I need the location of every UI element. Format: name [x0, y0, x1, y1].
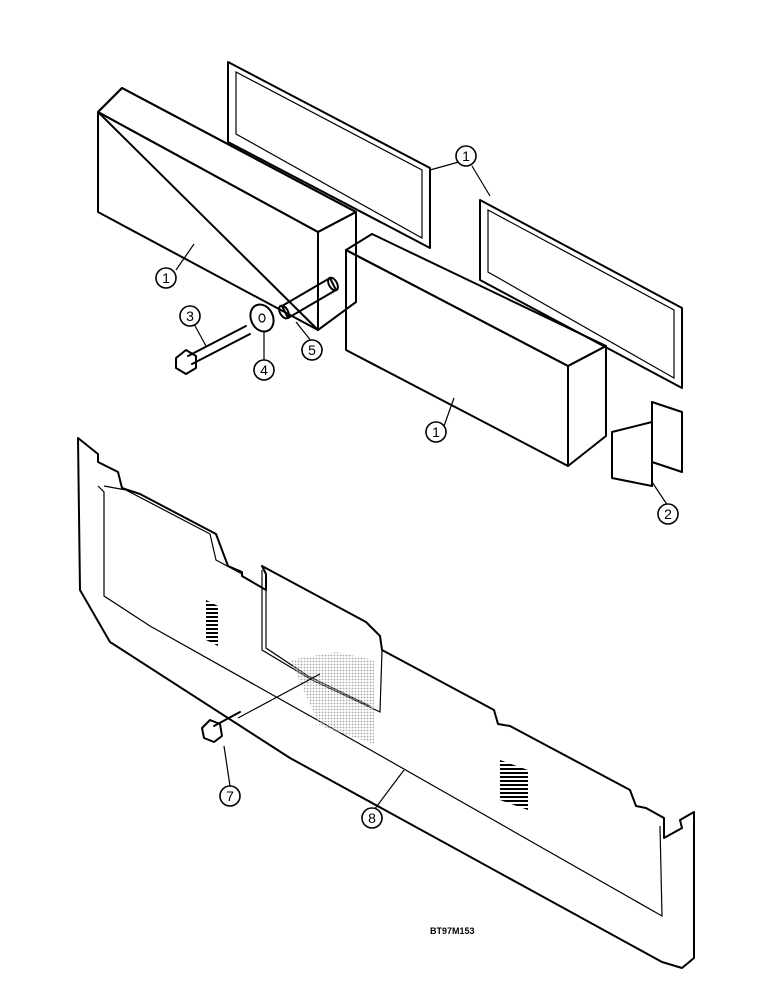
washer: [249, 303, 275, 333]
callout-2: 2: [657, 503, 679, 525]
svg-text:4: 4: [260, 362, 268, 378]
bracket: [611, 401, 683, 487]
svg-text:1: 1: [462, 148, 470, 164]
cover-panel: [77, 437, 695, 969]
tube: [278, 276, 339, 320]
svg-text:1: 1: [432, 424, 440, 440]
air-filter-right: [345, 233, 607, 467]
callout-3: 3: [179, 305, 201, 327]
callout-5: 5: [301, 339, 323, 361]
svg-text:8: 8: [368, 810, 376, 826]
callout-7: 7: [219, 785, 241, 807]
svg-text:1: 1: [162, 270, 170, 286]
svg-text:5: 5: [308, 342, 316, 358]
callout-1-right-filter: 1: [425, 421, 447, 443]
callout-4: 4: [253, 359, 275, 381]
drawing-code: BT97M153: [430, 926, 475, 936]
leader-1a-2: [471, 165, 491, 197]
leader-8: [373, 769, 405, 811]
leader-1c: [443, 397, 455, 427]
callout-1-left-filter: 1: [155, 267, 177, 289]
svg-text:2: 2: [664, 506, 672, 522]
leader-5: [295, 321, 313, 343]
gasket-upper: [227, 61, 431, 249]
leader-7: [223, 745, 231, 787]
screw-lower: [201, 673, 321, 743]
leader-3: [193, 323, 207, 347]
leader-1b: [175, 243, 195, 271]
gasket-right: [479, 199, 683, 389]
bolt-upper: [175, 325, 251, 375]
svg-text:7: 7: [226, 788, 234, 804]
svg-text:3: 3: [186, 308, 194, 324]
air-filter-left: [97, 87, 357, 331]
leader-2: [651, 481, 669, 507]
callout-8: 8: [361, 807, 383, 829]
callout-1-upper: 1: [455, 145, 477, 167]
